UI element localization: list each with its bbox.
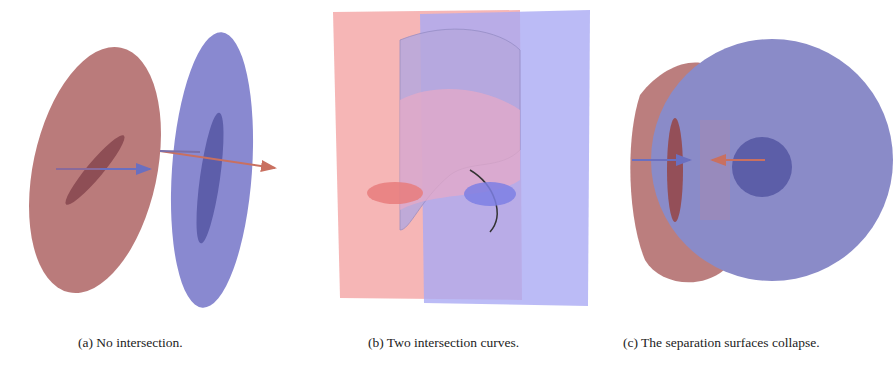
subfigure-caption: (a) No intersection.: [78, 334, 278, 351]
blue-patch: [191, 111, 229, 244]
blue-disc: [162, 30, 261, 311]
blue-patch: [464, 182, 516, 206]
panel-c-figure: [630, 39, 893, 282]
normal-line: [56, 168, 150, 170]
red-patch: [667, 118, 683, 222]
red-arrow: [712, 159, 765, 161]
panel-a-figure: [8, 30, 275, 311]
red-arrow: [160, 151, 275, 168]
blue-arrow: [100, 168, 150, 170]
panel-b-figure: [333, 10, 590, 306]
subfigure-caption: (b) Two intersection curves.: [368, 334, 588, 351]
subfigure-caption: (c) The separation surfaces collapse.: [623, 334, 835, 351]
separation-surface: [400, 29, 520, 230]
blue-patch: [732, 137, 792, 197]
red-patch: [367, 182, 423, 204]
red-disc: [8, 35, 181, 305]
blue-arrow: [632, 159, 690, 161]
normal-line: [160, 151, 200, 152]
collapsed-surface: [700, 120, 730, 220]
